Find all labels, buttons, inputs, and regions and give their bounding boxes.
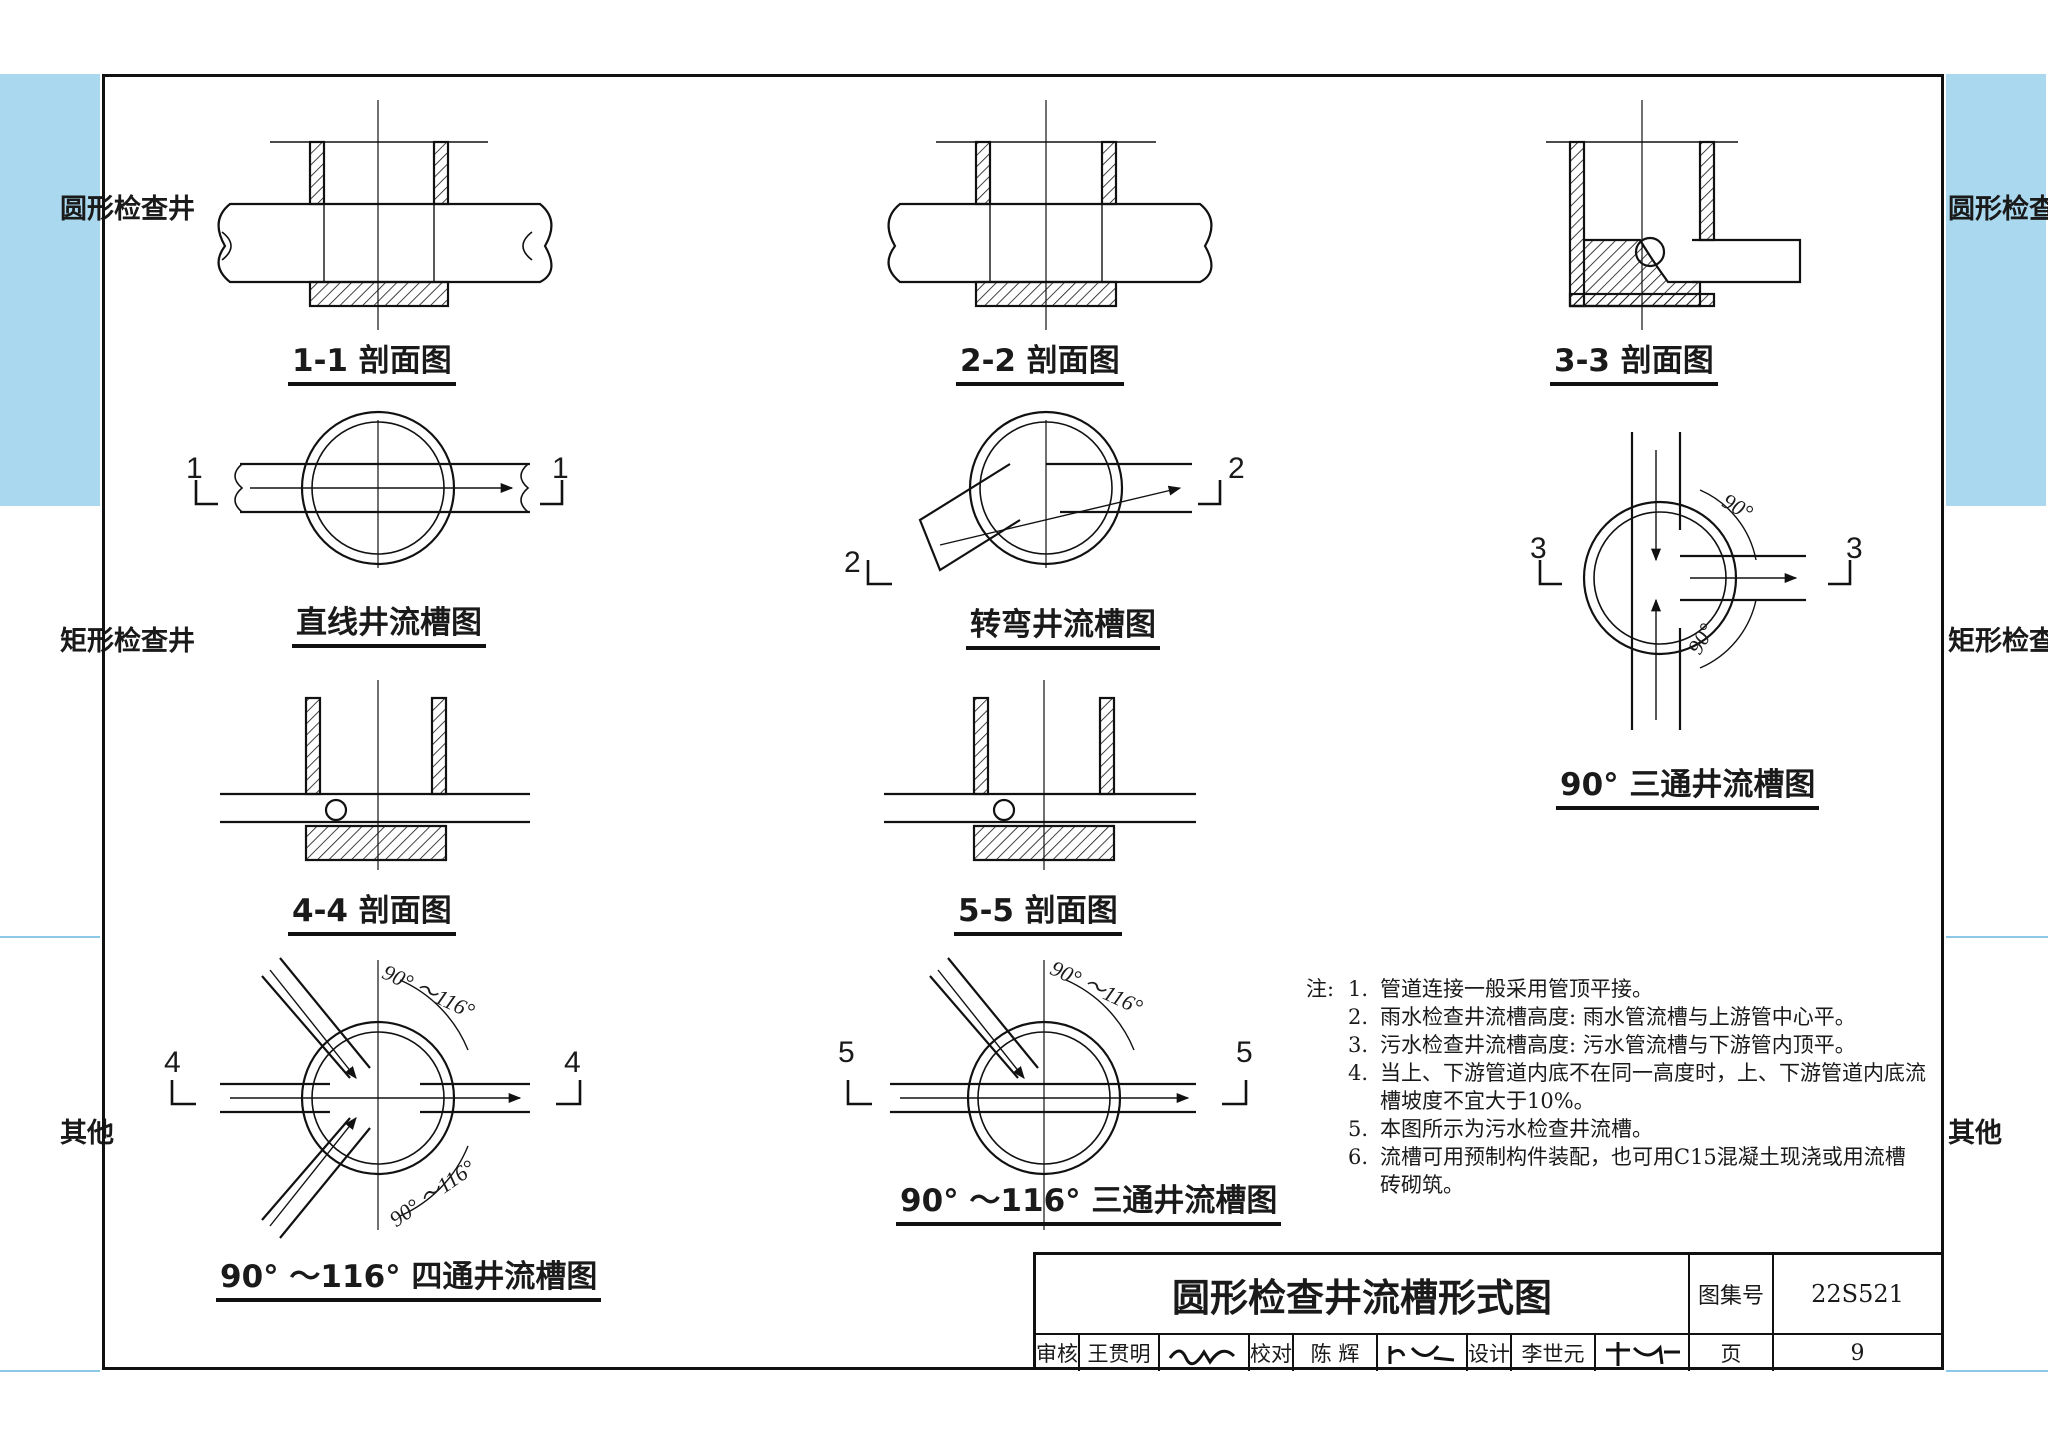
notes-indent — [1306, 1003, 1348, 1031]
note-item: 4. 当上、下游管道内底不在同一高度时，上、下游管道内底流槽坡度不宜大于10%。 — [1306, 1059, 1926, 1115]
note-item: 2. 雨水检查井流槽高度: 雨水管流槽与上游管中心平。 — [1306, 1003, 1926, 1031]
section-mark-5-left: 5 — [838, 1036, 855, 1069]
check-label-cell: 校对 — [1250, 1335, 1294, 1371]
section-4-4-drawing — [220, 680, 530, 870]
left-bottom-line — [0, 1370, 100, 1372]
section-mark-2-left: 2 — [844, 546, 861, 579]
section-2-2-drawing — [887, 100, 1213, 330]
caption-section-2-2: 2-2 剖面图 — [956, 344, 1124, 386]
plan-straight-drawing — [194, 410, 564, 568]
note-number: 1. — [1348, 977, 1369, 1001]
section-mark-2-right: 2 — [1228, 452, 1245, 485]
checker-cell: 陈 辉 — [1294, 1335, 1378, 1371]
section-mark-1-right: 1 — [552, 452, 569, 485]
caption-section-4-4: 4-4 剖面图 — [288, 894, 456, 936]
title-block: 圆形检查井流槽形式图 图集号 22S521 审核 王贯明 校对 陈 辉 设计 李… — [1033, 1252, 1941, 1371]
page-label-cell: 页 — [1690, 1335, 1774, 1371]
design-label-cell: 设计 — [1468, 1335, 1512, 1371]
right-tab-separator — [1946, 936, 2048, 938]
section-5-5-drawing — [884, 680, 1196, 870]
note-number: 6. — [1348, 1145, 1369, 1169]
section-mark-4-left: 4 — [164, 1046, 181, 1079]
notes-indent — [1306, 1143, 1348, 1199]
note-text: 污水检查井流槽高度: 污水管流槽与下游管内顶平。 — [1380, 1033, 1856, 1057]
note-number: 4. — [1348, 1061, 1369, 1085]
plan-tee116-drawing — [846, 957, 1248, 1230]
caption-section-3-3: 3-3 剖面图 — [1550, 344, 1718, 386]
designer-name: 李世元 — [1521, 1342, 1585, 1366]
notes-block: 注: 1. 管道连接一般采用管顶平接。 2. 雨水检查井流槽高度: 雨水管流槽与上游管中… — [1306, 975, 1926, 1199]
note-number: 5. — [1348, 1117, 1369, 1141]
caption-section-5-5: 5-5 剖面图 — [954, 894, 1122, 936]
note-item: 5. 本图所示为污水检查井流槽。 — [1306, 1115, 1926, 1143]
left-tab-separator — [0, 936, 100, 938]
caption-plan-tee116: 90° ～116° 三通井流槽图 — [896, 1184, 1282, 1226]
left-tab-active[interactable] — [0, 74, 100, 506]
right-tab-active[interactable] — [1946, 74, 2046, 506]
review-label: 审核 — [1036, 1342, 1078, 1366]
caption-plan-tee90: 90° 三通井流槽图 — [1556, 768, 1820, 810]
note-number: 2. — [1348, 1005, 1369, 1029]
designer-signature-cell — [1596, 1335, 1690, 1371]
note-item: 注: 1. 管道连接一般采用管顶平接。 — [1306, 975, 1926, 1003]
designer-cell: 李世元 — [1512, 1335, 1596, 1371]
drawing-title: 圆形检查井流槽形式图 — [1171, 1275, 1552, 1320]
right-bottom-line — [1946, 1370, 2048, 1372]
reviewer-cell: 王贯明 — [1080, 1335, 1160, 1371]
atlas-number: 22S521 — [1811, 1280, 1904, 1308]
note-text: 雨水检查井流槽高度: 雨水管流槽与上游管中心平。 — [1380, 1005, 1856, 1029]
plan-cross-drawing — [170, 957, 582, 1239]
checker-name: 陈 辉 — [1310, 1342, 1360, 1366]
check-label: 校对 — [1250, 1342, 1292, 1366]
atlas-label-cell: 图集号 — [1690, 1255, 1774, 1335]
note-text: 流槽可用预制构件装配，也可用C15混凝土现浇或用流槽砖砌筑。 — [1380, 1145, 1906, 1197]
plan-tee90-drawing — [1538, 432, 1852, 730]
note-text: 当上、下游管道内底不在同一高度时，上、下游管道内底流槽坡度不宜大于10%。 — [1380, 1061, 1926, 1113]
page-label: 页 — [1720, 1342, 1742, 1366]
section-mark-3-left: 3 — [1530, 532, 1547, 565]
checker-signature — [1388, 1345, 1455, 1364]
caption-plan-turn: 转弯井流槽图 — [966, 608, 1160, 650]
notes-label: 注: — [1306, 977, 1335, 1001]
note-text: 本图所示为污水检查井流槽。 — [1380, 1117, 1653, 1141]
note-item: 3. 污水检查井流槽高度: 污水管流槽与下游管内顶平。 — [1306, 1031, 1926, 1059]
design-label: 设计 — [1468, 1342, 1510, 1366]
note-item: 6. 流槽可用预制构件装配，也可用C15混凝土现浇或用流槽砖砌筑。 — [1306, 1143, 1926, 1199]
designer-signature — [1606, 1342, 1680, 1366]
notes-indent — [1306, 1031, 1348, 1059]
plan-turn-drawing — [866, 410, 1222, 586]
note-number: 3. — [1348, 1033, 1369, 1057]
caption-plan-cross: 90° ～116° 四通井流槽图 — [216, 1260, 602, 1302]
atlas-label: 图集号 — [1697, 1284, 1764, 1309]
reviewer-signature-cell — [1160, 1335, 1250, 1371]
notes-indent — [1306, 1059, 1348, 1115]
checker-signature-cell — [1378, 1335, 1468, 1371]
caption-plan-straight: 直线井流槽图 — [292, 606, 486, 648]
section-mark-1-left: 1 — [186, 452, 203, 485]
section-3-3-drawing — [1546, 100, 1802, 330]
notes-indent — [1306, 1115, 1348, 1143]
drawing-frame — [102, 74, 1944, 1370]
section-mark-3-right: 3 — [1846, 532, 1863, 565]
note-text: 管道连接一般采用管顶平接。 — [1380, 977, 1653, 1001]
page-no-cell: 9 — [1774, 1335, 1941, 1371]
atlas-no-cell: 22S521 — [1774, 1255, 1941, 1335]
page-number: 9 — [1850, 1340, 1865, 1366]
reviewer-signature — [1168, 1349, 1236, 1366]
title-cell: 圆形检查井流槽形式图 — [1036, 1255, 1690, 1335]
caption-section-1-1: 1-1 剖面图 — [288, 344, 456, 386]
section-mark-4-right: 4 — [564, 1046, 581, 1079]
reviewer-name: 王贯明 — [1087, 1342, 1151, 1366]
review-label-cell: 审核 — [1036, 1335, 1080, 1371]
section-1-1-drawing — [217, 100, 553, 330]
section-mark-5-right: 5 — [1236, 1036, 1253, 1069]
